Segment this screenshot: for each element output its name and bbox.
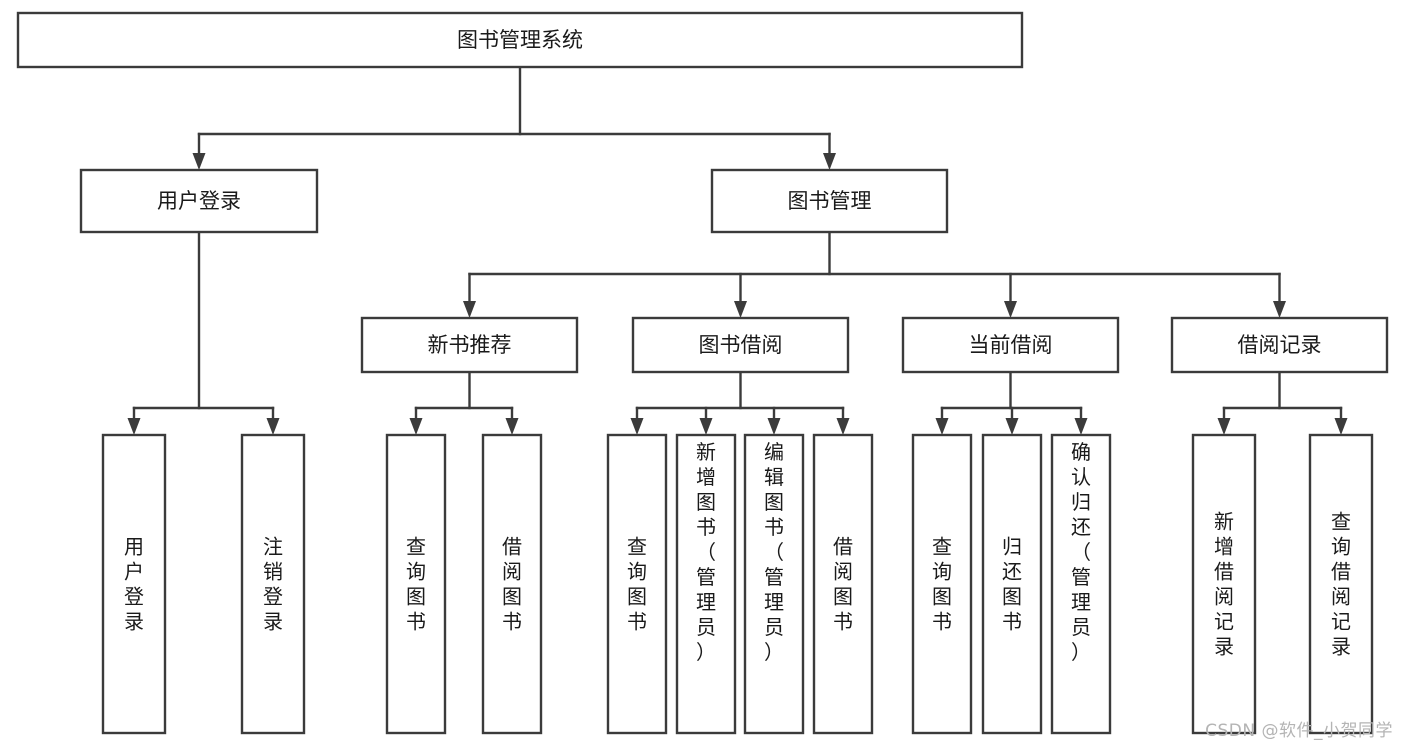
arrow-head-leaf6: [699, 418, 713, 435]
node-leaf2[interactable]: 注销登录: [240, 433, 306, 735]
node-label: 编辑图书（管理员）: [764, 440, 784, 664]
node-records[interactable]: 借阅记录: [1170, 316, 1389, 374]
node-box: [1050, 433, 1112, 735]
node-box: [981, 433, 1043, 735]
arrow-head-records: [1273, 301, 1286, 318]
node-login[interactable]: 用户登录: [79, 168, 319, 234]
node-box: [631, 316, 850, 374]
arrow-head-leaf12: [1217, 418, 1231, 435]
node-label: 查询图书: [932, 535, 952, 634]
node-box: [901, 316, 1120, 374]
node-bookmgmt[interactable]: 图书管理: [710, 168, 949, 234]
node-leaf8[interactable]: 借阅图书: [812, 433, 874, 735]
node-box: [16, 11, 1024, 69]
arrow-head-leaf13: [1334, 418, 1348, 435]
arrow-head-leaf7: [767, 418, 781, 435]
node-label: 借阅记录: [1238, 333, 1322, 357]
node-box: [79, 168, 319, 234]
arrow-head-borrow: [734, 301, 747, 318]
arrow-head-bookmgmt: [823, 153, 836, 170]
arrow-head-leaf1: [127, 418, 141, 435]
node-label: 用户登录: [157, 189, 241, 213]
arrow-head-leaf4: [505, 418, 519, 435]
node-leaf7[interactable]: 编辑图书（管理员）: [743, 433, 805, 735]
node-box: [675, 433, 737, 735]
node-box: [710, 168, 949, 234]
node-label: 查询图书: [627, 535, 647, 634]
arrow-head-leaf3: [409, 418, 423, 435]
node-label: 新增借阅记录: [1214, 510, 1234, 659]
node-label: 当前借阅: [969, 333, 1053, 357]
node-label: 图书管理系统: [457, 28, 583, 52]
node-current[interactable]: 当前借阅: [901, 316, 1120, 374]
node-box: [481, 433, 543, 735]
node-root[interactable]: 图书管理系统: [16, 11, 1024, 69]
connectors-layer: [127, 65, 1348, 435]
node-leaf1[interactable]: 用户登录: [101, 433, 167, 735]
arrow-head-leaf8: [836, 418, 850, 435]
node-leaf10[interactable]: 归还图书: [981, 433, 1043, 735]
arrow-head-leaf11: [1074, 418, 1088, 435]
arrow-head-leaf5: [630, 418, 644, 435]
node-box: [1170, 316, 1389, 374]
nodes-layer: 图书管理系统用户登录图书管理新书推荐图书借阅当前借阅借阅记录用户登录注销登录查询…: [16, 11, 1389, 735]
node-label: 查询图书: [406, 535, 426, 634]
node-box: [101, 433, 167, 735]
arrow-head-login: [192, 153, 206, 170]
node-leaf3[interactable]: 查询图书: [385, 433, 447, 735]
arrow-head-leaf10: [1005, 418, 1019, 435]
node-label: 图书借阅: [699, 333, 783, 357]
arrow-head-current: [1004, 301, 1017, 318]
node-leaf12[interactable]: 新增借阅记录: [1191, 433, 1257, 735]
node-label: 借阅图书: [502, 535, 522, 634]
node-box: [1191, 433, 1257, 735]
node-leaf5[interactable]: 查询图书: [606, 433, 668, 735]
node-leaf13[interactable]: 查询借阅记录: [1308, 433, 1374, 735]
node-label: 查询借阅记录: [1331, 510, 1351, 659]
node-box: [812, 433, 874, 735]
node-leaf6[interactable]: 新增图书（管理员）: [675, 433, 737, 735]
node-box: [360, 316, 579, 374]
node-box: [743, 433, 805, 735]
node-box: [385, 433, 447, 735]
arrow-head-leaf2: [266, 418, 280, 435]
node-label: 新增图书（管理员）: [696, 440, 716, 664]
node-box: [240, 433, 306, 735]
node-label: 确认归还（管理员）: [1071, 440, 1091, 664]
node-label: 注销登录: [263, 535, 283, 634]
node-newbook[interactable]: 新书推荐: [360, 316, 579, 374]
node-leaf11[interactable]: 确认归还（管理员）: [1050, 433, 1112, 735]
node-leaf4[interactable]: 借阅图书: [481, 433, 543, 735]
node-leaf9[interactable]: 查询图书: [911, 433, 973, 735]
node-box: [1308, 433, 1374, 735]
node-label: 用户登录: [124, 535, 144, 634]
node-label: 归还图书: [1002, 535, 1022, 634]
node-label: 图书管理: [788, 189, 872, 213]
arrow-head-newbook: [463, 301, 476, 318]
node-box: [606, 433, 668, 735]
node-borrow[interactable]: 图书借阅: [631, 316, 850, 374]
node-box: [911, 433, 973, 735]
node-label: 借阅图书: [833, 535, 853, 634]
node-label: 新书推荐: [428, 333, 512, 357]
arrow-head-leaf9: [935, 418, 949, 435]
